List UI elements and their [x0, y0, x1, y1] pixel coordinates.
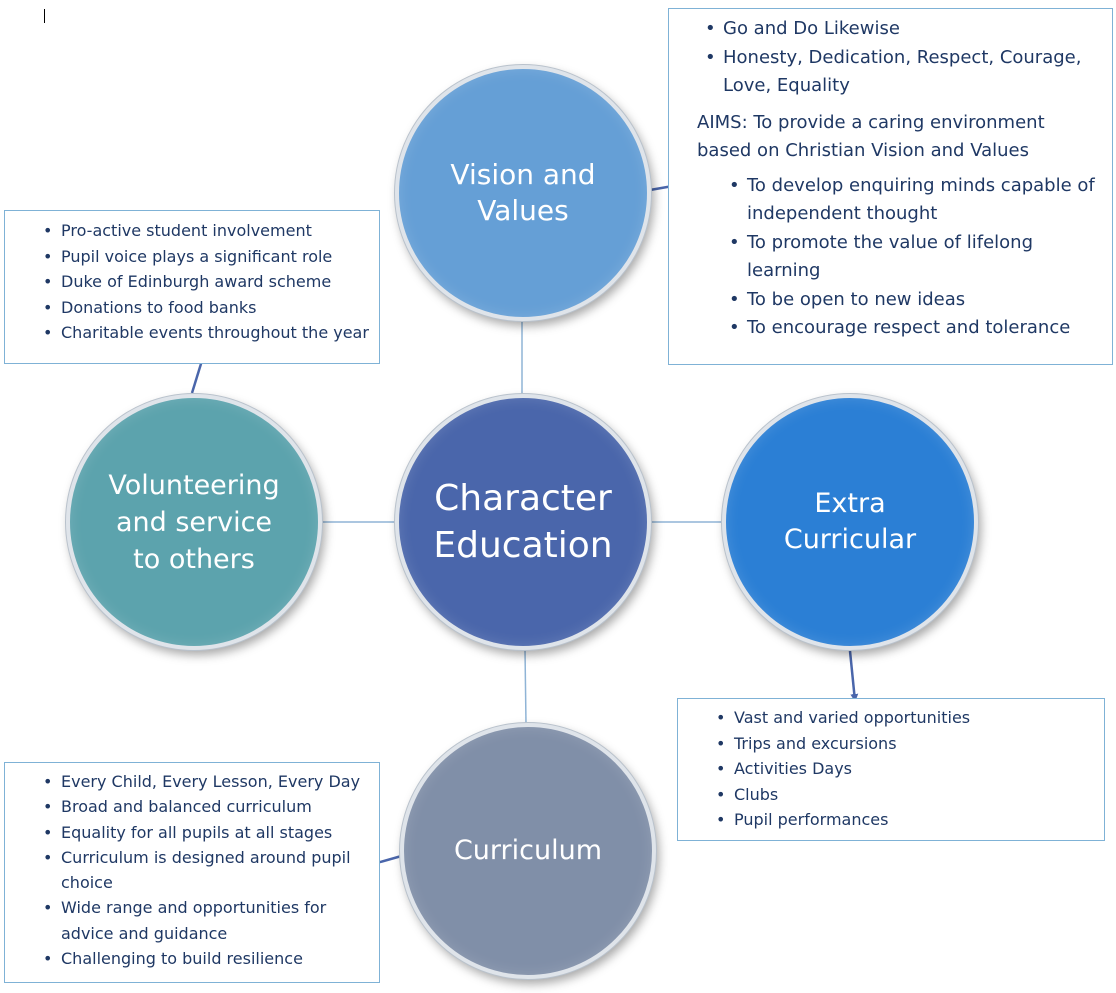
curriculum-circle: Curriculum [400, 723, 656, 979]
list-item: Curriculum is designed around pupil choi… [39, 845, 369, 896]
list-item: Charitable events throughout the year [39, 320, 369, 346]
list-item: Challenging to build resilience [39, 946, 369, 972]
list-item: Trips and excursions [712, 731, 1094, 757]
character-education-circle: Character Education [395, 394, 651, 650]
vision-values-textbox: Go and Do Likewise Honesty, Dedication, … [668, 8, 1113, 365]
list-item: Broad and balanced curriculum [39, 794, 369, 820]
list-item: To promote the value of lifelong learnin… [725, 229, 1104, 286]
list-item: Every Child, Every Lesson, Every Day [39, 769, 369, 795]
arrow-extra [848, 650, 859, 702]
list-item: Vast and varied opportunities [712, 705, 1094, 731]
text-cursor [44, 9, 45, 23]
list-item: Pupil voice plays a significant role [39, 244, 369, 270]
list-item: Activities Days [712, 756, 1094, 782]
list-item: To encourage respect and tolerance [725, 314, 1104, 343]
vision-values-circle: Vision and Values [395, 65, 651, 321]
volunteering-circle: Volunteering and service to others [66, 394, 322, 650]
volunteering-label: Volunteering and service to others [108, 469, 280, 575]
vision-values-label: Vision and Values [450, 158, 596, 227]
connector-center-curriculum [524, 649, 527, 725]
list-item: Clubs [712, 782, 1094, 808]
curriculum-textbox: Every Child, Every Lesson, Every Day Bro… [4, 762, 380, 983]
list-item: Equality for all pupils at all stages [39, 820, 369, 846]
list-item: Go and Do Likewise [701, 15, 1104, 44]
volunteering-textbox: Pro-active student involvement Pupil voi… [4, 210, 380, 364]
list-item: Pupil performances [712, 807, 1094, 833]
list-item: To be open to new ideas [725, 286, 1104, 315]
extra-curricular-textbox: Vast and varied opportunities Trips and … [677, 698, 1105, 841]
aims-heading: AIMS: To provide a caring environment ba… [697, 111, 1045, 162]
character-education-label: Character Education [433, 478, 613, 566]
list-item: Donations to food banks [39, 295, 369, 321]
list-item: Wide range and opportunities for advice … [39, 895, 369, 946]
list-item: Pro-active student involvement [39, 218, 369, 244]
curriculum-label: Curriculum [453, 835, 603, 866]
extra-curricular-label: Extra Curricular [783, 488, 917, 555]
list-item: To develop enquiring minds capable of in… [725, 172, 1104, 229]
extra-curricular-circle: Extra Curricular [722, 394, 978, 650]
list-item: Honesty, Dedication, Respect, Courage, L… [701, 44, 1104, 101]
list-item: Duke of Edinburgh award scheme [39, 269, 369, 295]
